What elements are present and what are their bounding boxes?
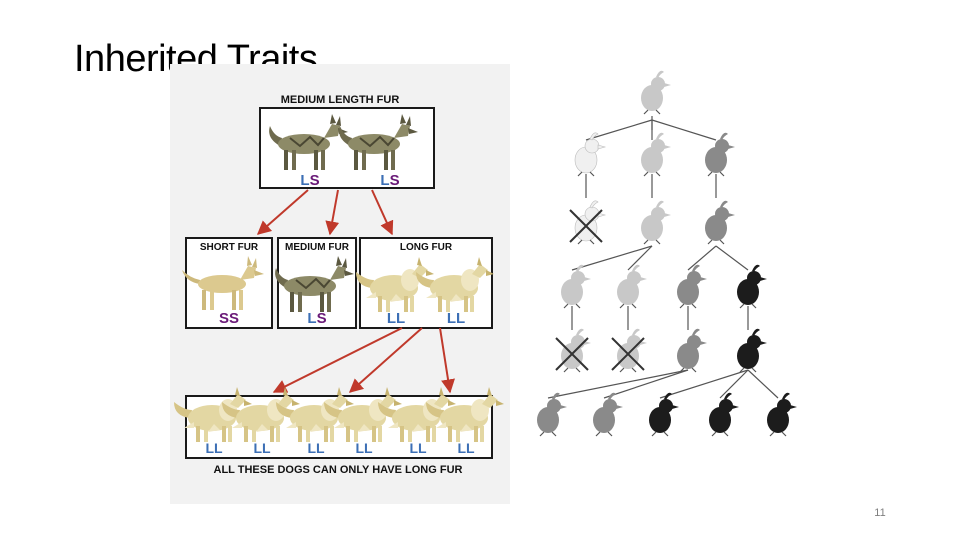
bird-icon: [640, 132, 672, 177]
bird-icon: [736, 264, 768, 309]
bird-icon: [640, 200, 672, 245]
bird-selection-tree: [528, 70, 810, 450]
bird-icon: [766, 392, 798, 437]
medium-fur-genotype: LS: [307, 310, 326, 327]
parents-label: MEDIUM LENGTH FUR: [281, 94, 400, 106]
grand-genotype: LL: [355, 440, 373, 456]
short-fur-label: SHORT FUR: [200, 242, 259, 253]
grand-offspring-caption: ALL THESE DOGS CAN ONLY HAVE LONG FUR: [214, 464, 463, 476]
grand-genotype: LL: [409, 440, 427, 456]
bird-icon: [592, 392, 624, 437]
grand-genotype: LL: [457, 440, 475, 456]
dog-fur-inheritance-diagram: MEDIUM LENGTH FUR LS LS SHORT FUR SS MED…: [170, 64, 510, 504]
bird-icon: [616, 264, 648, 309]
page-number: 11: [874, 507, 886, 519]
bird-icon: [676, 328, 708, 373]
bird-icon: [708, 392, 740, 437]
grand-genotype: LL: [253, 440, 271, 456]
bird-icon: [704, 200, 736, 245]
long-fur-label: LONG FUR: [400, 242, 453, 253]
bird-icon: [704, 132, 736, 177]
bird-icon: [736, 328, 768, 373]
tree-connectors: [547, 116, 779, 399]
grand-genotype: LL: [307, 440, 325, 456]
grand-genotype: LL: [205, 440, 223, 456]
long-fur-genotype: LL: [387, 310, 405, 327]
bird-icon: [648, 392, 680, 437]
medium-fur-label: MEDIUM FUR: [285, 242, 350, 253]
bird-icon: [640, 70, 672, 115]
parent-genotype: LS: [300, 172, 319, 189]
bird-icon: [560, 264, 592, 309]
bird-icon: [536, 392, 568, 437]
long-fur-genotype: LL: [447, 310, 465, 327]
bird-icon: [676, 264, 708, 309]
parent-genotype: LS: [380, 172, 399, 189]
bird-icon: [574, 132, 606, 177]
short-fur-genotype: SS: [219, 310, 239, 327]
